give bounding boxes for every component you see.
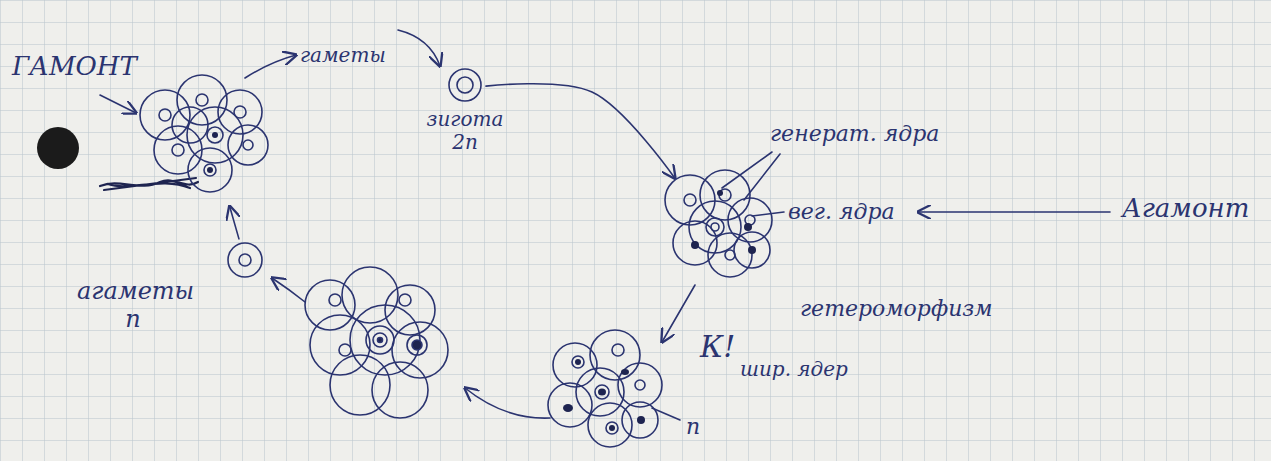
- cell-outline: [140, 70, 280, 205]
- nucleus-dot: [691, 241, 699, 249]
- cell-outline: [448, 68, 482, 102]
- zygote-cell: зигота 2n: [448, 68, 482, 102]
- cell-outline: [227, 242, 263, 278]
- cell-membrane: [689, 201, 741, 253]
- nucleus-dot: [212, 132, 218, 138]
- cell-membrane: [684, 194, 696, 206]
- gametes-label: гаметы: [300, 44, 386, 67]
- cell-membrane: [159, 109, 171, 121]
- nucleus-dot: [748, 246, 756, 254]
- cell-membrane: [188, 148, 232, 192]
- stage-label: агаметы n: [77, 278, 189, 333]
- leader-line: [752, 212, 784, 216]
- cell-membrane: [234, 106, 246, 118]
- cell-membrane: [449, 69, 481, 101]
- cell-cluster: [305, 267, 448, 418]
- cycle-arrow: [272, 278, 305, 302]
- cell-membrane: [700, 170, 750, 220]
- agamete-cell: агаметы n: [227, 242, 263, 278]
- cell-membrane: [706, 218, 724, 236]
- cell-membrane: [711, 223, 719, 231]
- nucleus-dot: [207, 167, 213, 173]
- gamete-arrow: [398, 30, 440, 66]
- callout-label: вег. ядра: [788, 199, 895, 224]
- ploidy-label: n: [686, 414, 700, 439]
- gamete-arrow: [245, 55, 296, 78]
- cycle-arrow: [486, 84, 675, 178]
- cell-membrane: [204, 164, 216, 176]
- crossed-out-word: [100, 178, 198, 190]
- pointer-arrow: [918, 211, 1110, 213]
- cell-membrane: [243, 140, 253, 150]
- stage-label: зигота 2n: [418, 108, 512, 154]
- cell-membrane: [239, 254, 251, 266]
- cell-membrane: [708, 233, 752, 277]
- cell-membrane: [228, 125, 268, 165]
- gamont-cluster: ГАМОНТ: [140, 70, 280, 205]
- cell-membrane: [154, 126, 202, 174]
- cell-membrane: [172, 107, 208, 143]
- nucleus-dot: [717, 190, 723, 196]
- stage-title: ГАМОНТ: [12, 52, 137, 82]
- cell-membrane: [734, 232, 770, 268]
- stage-title: Агамонт: [1122, 194, 1249, 224]
- cell-membrane: [196, 94, 208, 106]
- punch-hole: [37, 127, 79, 169]
- cell-outline: [660, 165, 775, 280]
- note-label: гетероморфизм: [800, 296, 993, 321]
- note-label: К!: [700, 330, 735, 365]
- cycle-arrow: [465, 388, 550, 418]
- nucleus-dot: [744, 223, 752, 231]
- cell-membrane: [207, 127, 223, 143]
- cycle-arrow: [662, 285, 695, 342]
- callout-label: генерат. ядра: [770, 121, 939, 146]
- cell-membrane: [728, 198, 772, 242]
- pointer-arrow: [100, 95, 136, 113]
- cell-membrane: [457, 77, 473, 93]
- agamont-cluster: генерат. ядравег. ядра: [660, 165, 775, 280]
- note-label: шир. ядер: [740, 358, 848, 381]
- cell-membrane: [725, 250, 735, 260]
- cycle-arrow: [230, 206, 239, 238]
- cell-cluster: [548, 330, 662, 447]
- cell-membrane: [172, 144, 184, 156]
- cell-membrane: [228, 243, 262, 277]
